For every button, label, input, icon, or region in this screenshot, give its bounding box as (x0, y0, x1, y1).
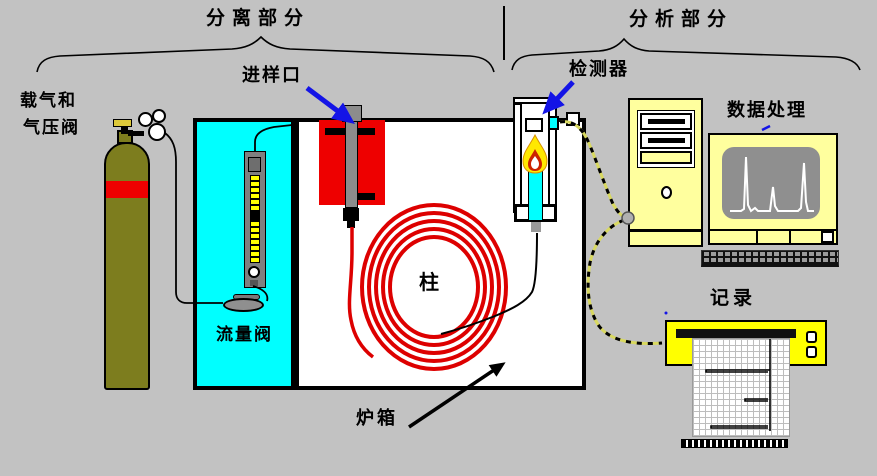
recorder-slot (676, 329, 796, 338)
label-oven: 炉箱 (356, 408, 398, 429)
keyboard (701, 250, 839, 267)
monitor-power-button (821, 231, 834, 243)
detector-left-leg (513, 103, 522, 213)
label-separation-section: 分离部分 (206, 7, 311, 29)
detector-stem (531, 222, 541, 232)
flow-valve-oval (223, 298, 264, 312)
injector-tick-top-left (325, 128, 345, 135)
label-recorder: 记录 (710, 287, 757, 309)
valve-stem (121, 126, 128, 134)
tower-bay-2-slot (648, 138, 685, 143)
flowmeter-outlet-block (250, 280, 258, 286)
gas-cylinder-band (106, 181, 148, 198)
detector-jet (528, 168, 543, 221)
label-data-processing: 数据处理 (727, 100, 807, 121)
data-processing-tick (761, 124, 771, 132)
detector-arrow (542, 80, 575, 115)
flowmeter-bottom-dial (248, 266, 260, 278)
gas-cylinder-body (104, 142, 150, 390)
injector-tick-top-right (358, 128, 375, 135)
tower-floppy-slot (640, 151, 692, 164)
injector-fitting (343, 208, 359, 221)
label-detector: 检测器 (569, 59, 629, 80)
monitor-bezel-divider-2 (789, 231, 791, 244)
flowmeter-top-block (248, 157, 261, 172)
stray-blue-dot (664, 311, 668, 315)
detector-signal-connector (548, 116, 559, 130)
injector-fitting-tip (347, 221, 355, 228)
flowmeter-float (250, 213, 260, 221)
recorder-button-1 (806, 331, 817, 343)
recorder-paper (692, 338, 790, 437)
injector-tick-bottom-right (358, 193, 375, 200)
signal-junction-box (566, 112, 580, 126)
valve-arm (128, 131, 144, 136)
pressure-gauge-large (148, 123, 166, 141)
monitor-screen (722, 147, 820, 219)
detector-inner-box (525, 118, 543, 132)
label-analysis-section: 分析部分 (629, 8, 734, 30)
injector-tube (345, 122, 358, 208)
label-injector: 进样口 (242, 65, 302, 86)
monitor-bezel-line (708, 229, 838, 231)
label-flow-valve: 流量阀 (216, 325, 273, 345)
label-carrier-gas-line2: 气压阀 (23, 118, 80, 138)
flowmeter-scale-upper (250, 175, 260, 213)
injector-arrow (305, 86, 355, 124)
recorder-tractor-bar (681, 439, 788, 448)
panel-divider (291, 122, 299, 386)
label-carrier-gas-line1: 载气和 (20, 91, 77, 111)
tower-bay-1-slot (648, 119, 685, 124)
monitor-bezel-divider-1 (756, 231, 758, 244)
tower-power-button (661, 186, 672, 199)
label-column: 柱 (419, 270, 439, 294)
pressure-gauge-small-right (152, 109, 166, 123)
flowmeter-scale-lower (250, 221, 260, 263)
injector-septum (342, 105, 362, 122)
tower-pedestal-line (630, 229, 701, 232)
analysis-brace (511, 37, 861, 71)
recorder-button-2 (806, 346, 817, 358)
